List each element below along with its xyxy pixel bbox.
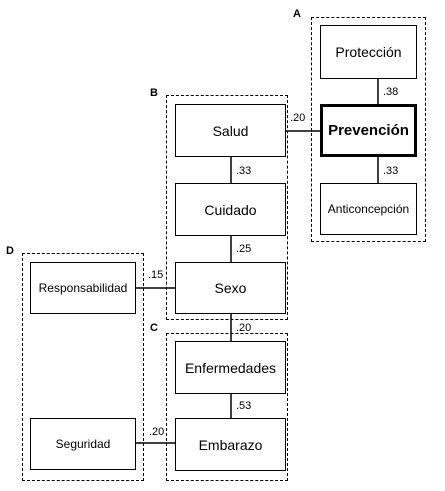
coef-salud-cuidado: .33 bbox=[236, 165, 252, 177]
coef-seguridad-embarazo: .20 bbox=[149, 426, 165, 438]
coef-cuidado-sexo: .25 bbox=[236, 243, 252, 255]
coef-sexo-enfermedades: .20 bbox=[236, 322, 252, 334]
node-seguridad: Seguridad bbox=[30, 418, 136, 470]
group-a bbox=[311, 17, 426, 242]
coef-prevencion-anticoncepcion: .33 bbox=[383, 165, 399, 177]
coef-salud-prevencion: .20 bbox=[290, 112, 306, 124]
node-anticoncepcion: Anticoncepción bbox=[320, 183, 417, 235]
node-proteccion: Protección bbox=[320, 25, 417, 79]
node-sexo: Sexo bbox=[175, 262, 286, 314]
group-label-a: A bbox=[293, 8, 301, 20]
node-cuidado: Cuidado bbox=[175, 183, 286, 236]
node-enfermedades: Enfermedades bbox=[175, 341, 286, 394]
coef-proteccion-prevencion: .38 bbox=[383, 86, 399, 98]
coef-enfermedades-embarazo: .53 bbox=[236, 400, 252, 412]
group-label-c: C bbox=[150, 322, 158, 334]
group-b bbox=[166, 95, 288, 320]
group-label-b: B bbox=[150, 87, 158, 99]
group-d bbox=[22, 253, 144, 481]
node-embarazo: Embarazo bbox=[175, 418, 286, 471]
group-label-d: D bbox=[6, 245, 14, 257]
group-c bbox=[166, 333, 288, 481]
node-prevencion: Prevención bbox=[320, 104, 417, 157]
node-responsabilidad: Responsabilidad bbox=[30, 262, 136, 314]
coef-responsabilidad-sexo: .15 bbox=[148, 269, 164, 281]
node-salud: Salud bbox=[175, 104, 286, 157]
